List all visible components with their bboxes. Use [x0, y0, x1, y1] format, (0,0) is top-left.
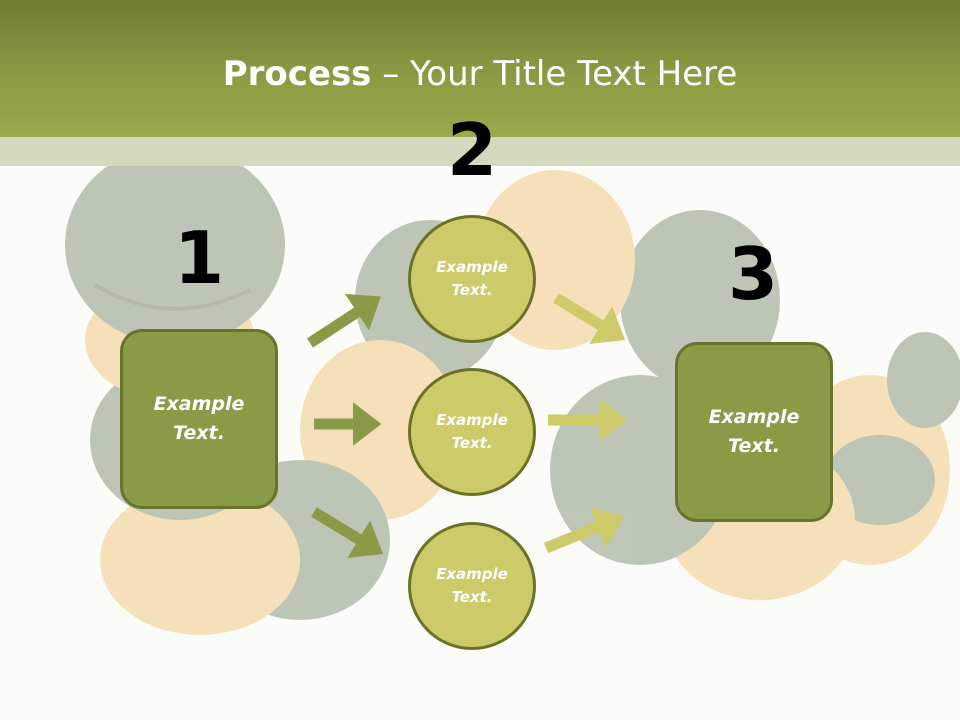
step-3-number: 3: [727, 232, 779, 316]
step-2-circle-bottom-label: Example Text.: [436, 565, 508, 606]
slide-title: Process – Your Title Text Here: [0, 52, 960, 96]
step-3-box: Example Text.: [675, 342, 833, 522]
arrow-2c-to-3: [543, 506, 625, 554]
title-stripe: [0, 137, 960, 166]
title-bar: [0, 0, 960, 137]
arrow-1-to-2a: [306, 293, 381, 348]
step-2-circle-bottom: Example Text.: [408, 522, 536, 650]
title-bold: Process: [222, 54, 372, 94]
step-2-circle-middle: Example Text.: [408, 368, 536, 496]
step-2-circle-middle-label: Example Text.: [436, 411, 508, 452]
step-1-number: 1: [173, 216, 225, 300]
arrow-2a-to-3: [553, 293, 626, 344]
step-2-circle-top: Example Text.: [408, 215, 536, 343]
title-rest: – Your Title Text Here: [371, 54, 738, 94]
step-1-label: Example Text.: [153, 393, 245, 444]
arrow-1-to-2c: [311, 507, 384, 558]
step-3-label: Example Text.: [708, 406, 800, 457]
step-1-box: Example Text.: [120, 329, 278, 509]
step-2-circle-top-label: Example Text.: [436, 258, 508, 299]
step-2-number: 2: [446, 108, 498, 192]
